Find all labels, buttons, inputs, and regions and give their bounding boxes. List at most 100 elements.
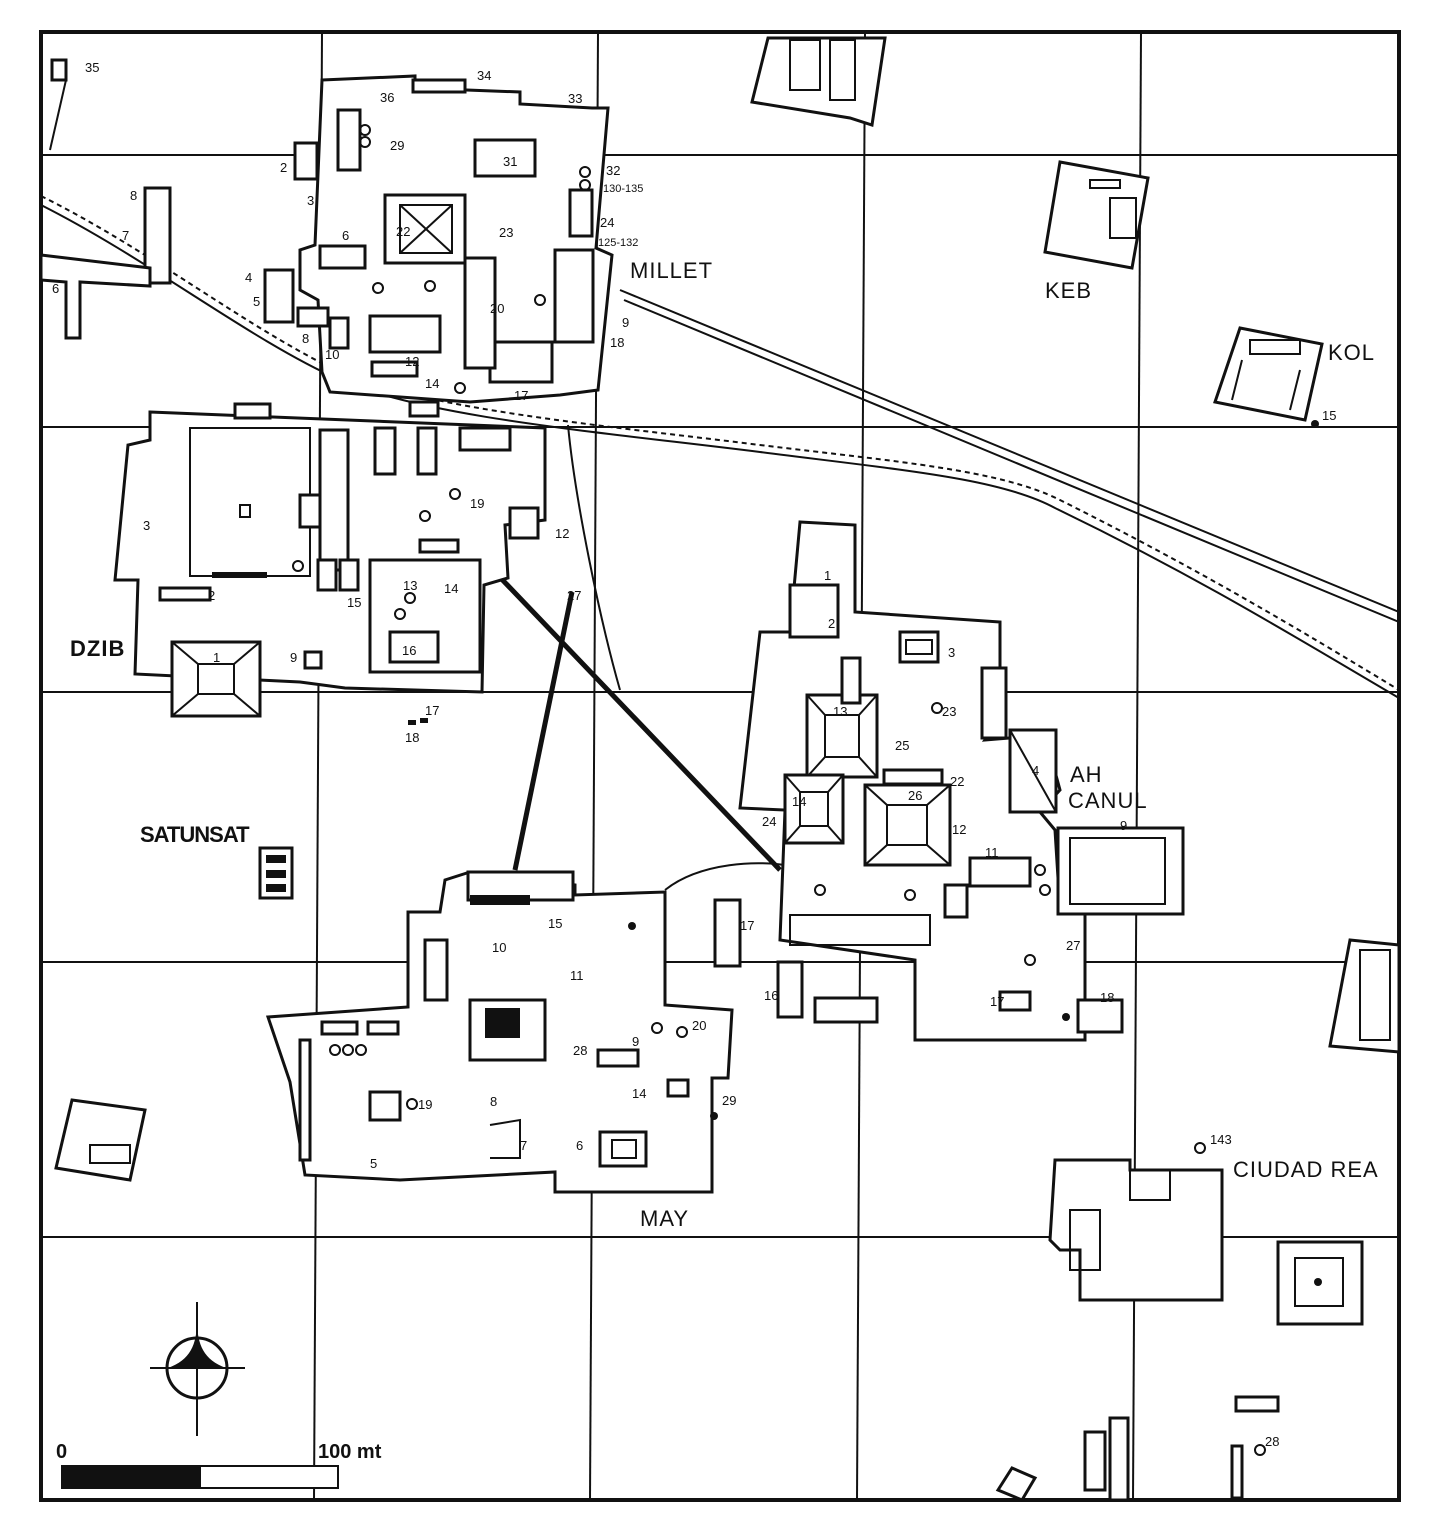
satunsat-building xyxy=(258,846,294,900)
svg-text:24: 24 xyxy=(762,814,776,829)
svg-text:24: 24 xyxy=(600,215,614,230)
north-arrow-icon xyxy=(150,1302,245,1436)
svg-text:9: 9 xyxy=(1120,818,1127,833)
svg-text:14: 14 xyxy=(444,581,458,596)
svg-text:28: 28 xyxy=(1265,1434,1279,1449)
svg-text:27: 27 xyxy=(567,588,581,603)
svg-text:17: 17 xyxy=(514,388,528,403)
svg-text:12: 12 xyxy=(405,354,419,369)
svg-text:27: 27 xyxy=(1066,938,1080,953)
ciudad-real-structure-numbers: 143 28 15 xyxy=(1210,408,1336,1449)
svg-text:34: 34 xyxy=(477,68,491,83)
label-canul: CANUL xyxy=(1068,788,1148,813)
svg-text:19: 19 xyxy=(418,1097,432,1112)
label-satunsat: SATUNSAT xyxy=(140,822,250,847)
scale-end-label: 100 mt xyxy=(318,1441,382,1463)
svg-text:16: 16 xyxy=(402,643,416,658)
may-group xyxy=(265,870,742,1194)
svg-text:2: 2 xyxy=(208,588,215,603)
east-fragment xyxy=(1328,938,1401,1054)
svg-text:33: 33 xyxy=(568,91,582,106)
svg-text:1: 1 xyxy=(824,568,831,583)
svg-text:143: 143 xyxy=(1210,1132,1232,1147)
svg-text:28: 28 xyxy=(573,1043,587,1058)
svg-text:3: 3 xyxy=(143,518,150,533)
west-fragment-numbers: 8 7 6 xyxy=(52,188,137,296)
svg-text:16: 16 xyxy=(764,988,778,1003)
label-dzib: DZIB xyxy=(70,636,125,661)
svg-text:8: 8 xyxy=(302,331,309,346)
svg-text:11: 11 xyxy=(570,968,584,983)
svg-text:23: 23 xyxy=(499,225,513,240)
svg-text:7: 7 xyxy=(122,228,129,243)
svg-text:12: 12 xyxy=(555,526,569,541)
svg-text:14: 14 xyxy=(792,794,806,809)
svg-text:5: 5 xyxy=(253,294,260,309)
svg-text:2: 2 xyxy=(280,160,287,175)
svg-text:36: 36 xyxy=(380,90,394,105)
svg-text:9: 9 xyxy=(290,650,297,665)
ah-canul-structure-numbers: 1 2 3 4 9 11 12 13 14 22 23 24 25 26 27 … xyxy=(762,568,1127,1009)
svg-text:3: 3 xyxy=(307,193,314,208)
svg-text:18: 18 xyxy=(405,730,419,745)
svg-text:6: 6 xyxy=(52,281,59,296)
label-kol: KOL xyxy=(1328,340,1375,365)
svg-text:23: 23 xyxy=(942,704,956,719)
svg-text:15: 15 xyxy=(1322,408,1336,423)
svg-text:8: 8 xyxy=(130,188,137,203)
svg-text:130-135: 130-135 xyxy=(603,183,643,195)
svg-text:11: 11 xyxy=(985,845,999,860)
label-ciudad-real: CIUDAD REA xyxy=(1233,1157,1379,1182)
scale-start-label: 0 xyxy=(56,1441,67,1463)
svg-text:14: 14 xyxy=(425,376,439,391)
millet-group xyxy=(263,74,614,418)
southwest-building xyxy=(54,1098,147,1182)
top-center-building xyxy=(750,36,887,127)
millet-structure-numbers: 34 33 36 29 31 32 130-135 24 125-132 22 … xyxy=(85,60,643,403)
west-fragments xyxy=(39,58,172,340)
may-structure-numbers: 5 6 7 8 9 10 11 14 15 17 19 20 28 29 xyxy=(370,916,754,1171)
svg-text:5: 5 xyxy=(370,1156,377,1171)
svg-text:31: 31 xyxy=(503,154,517,169)
ah-canul-group xyxy=(738,520,1185,1042)
ciudad-real-group xyxy=(995,1142,1364,1502)
svg-text:2: 2 xyxy=(828,616,835,631)
label-keb: KEB xyxy=(1045,278,1092,303)
svg-text:19: 19 xyxy=(470,496,484,511)
keb-building xyxy=(1043,160,1150,270)
svg-text:22: 22 xyxy=(950,774,964,789)
svg-text:3: 3 xyxy=(948,645,955,660)
svg-text:25: 25 xyxy=(895,738,909,753)
svg-text:17: 17 xyxy=(425,703,439,718)
scale-bar: 0 100 mt xyxy=(56,1441,382,1489)
dzib-structure-numbers: 1 2 3 12 13 14 15 16 17 18 19 27 9 xyxy=(143,496,581,745)
svg-text:20: 20 xyxy=(490,301,504,316)
railway-line xyxy=(40,195,1400,699)
svg-text:9: 9 xyxy=(622,315,629,330)
svg-text:13: 13 xyxy=(403,578,417,593)
svg-text:29: 29 xyxy=(722,1093,736,1108)
svg-text:17: 17 xyxy=(740,918,754,933)
dzib-group xyxy=(113,402,547,718)
svg-text:29: 29 xyxy=(390,138,404,153)
svg-text:15: 15 xyxy=(347,595,361,610)
svg-text:26: 26 xyxy=(908,788,922,803)
svg-text:14: 14 xyxy=(632,1086,646,1101)
label-millet: MILLET xyxy=(630,258,713,283)
svg-text:18: 18 xyxy=(610,335,624,350)
svg-text:18: 18 xyxy=(1100,990,1114,1005)
svg-text:32: 32 xyxy=(606,163,620,178)
svg-text:22: 22 xyxy=(396,224,410,239)
svg-text:35: 35 xyxy=(85,60,99,75)
label-may: MAY xyxy=(640,1206,689,1231)
svg-text:4: 4 xyxy=(245,270,252,285)
svg-text:8: 8 xyxy=(490,1094,497,1109)
svg-text:13: 13 xyxy=(833,704,847,719)
svg-text:4: 4 xyxy=(1032,763,1039,778)
svg-text:12: 12 xyxy=(952,822,966,837)
svg-text:20: 20 xyxy=(692,1018,706,1033)
svg-text:10: 10 xyxy=(325,347,339,362)
svg-text:17: 17 xyxy=(990,994,1004,1009)
